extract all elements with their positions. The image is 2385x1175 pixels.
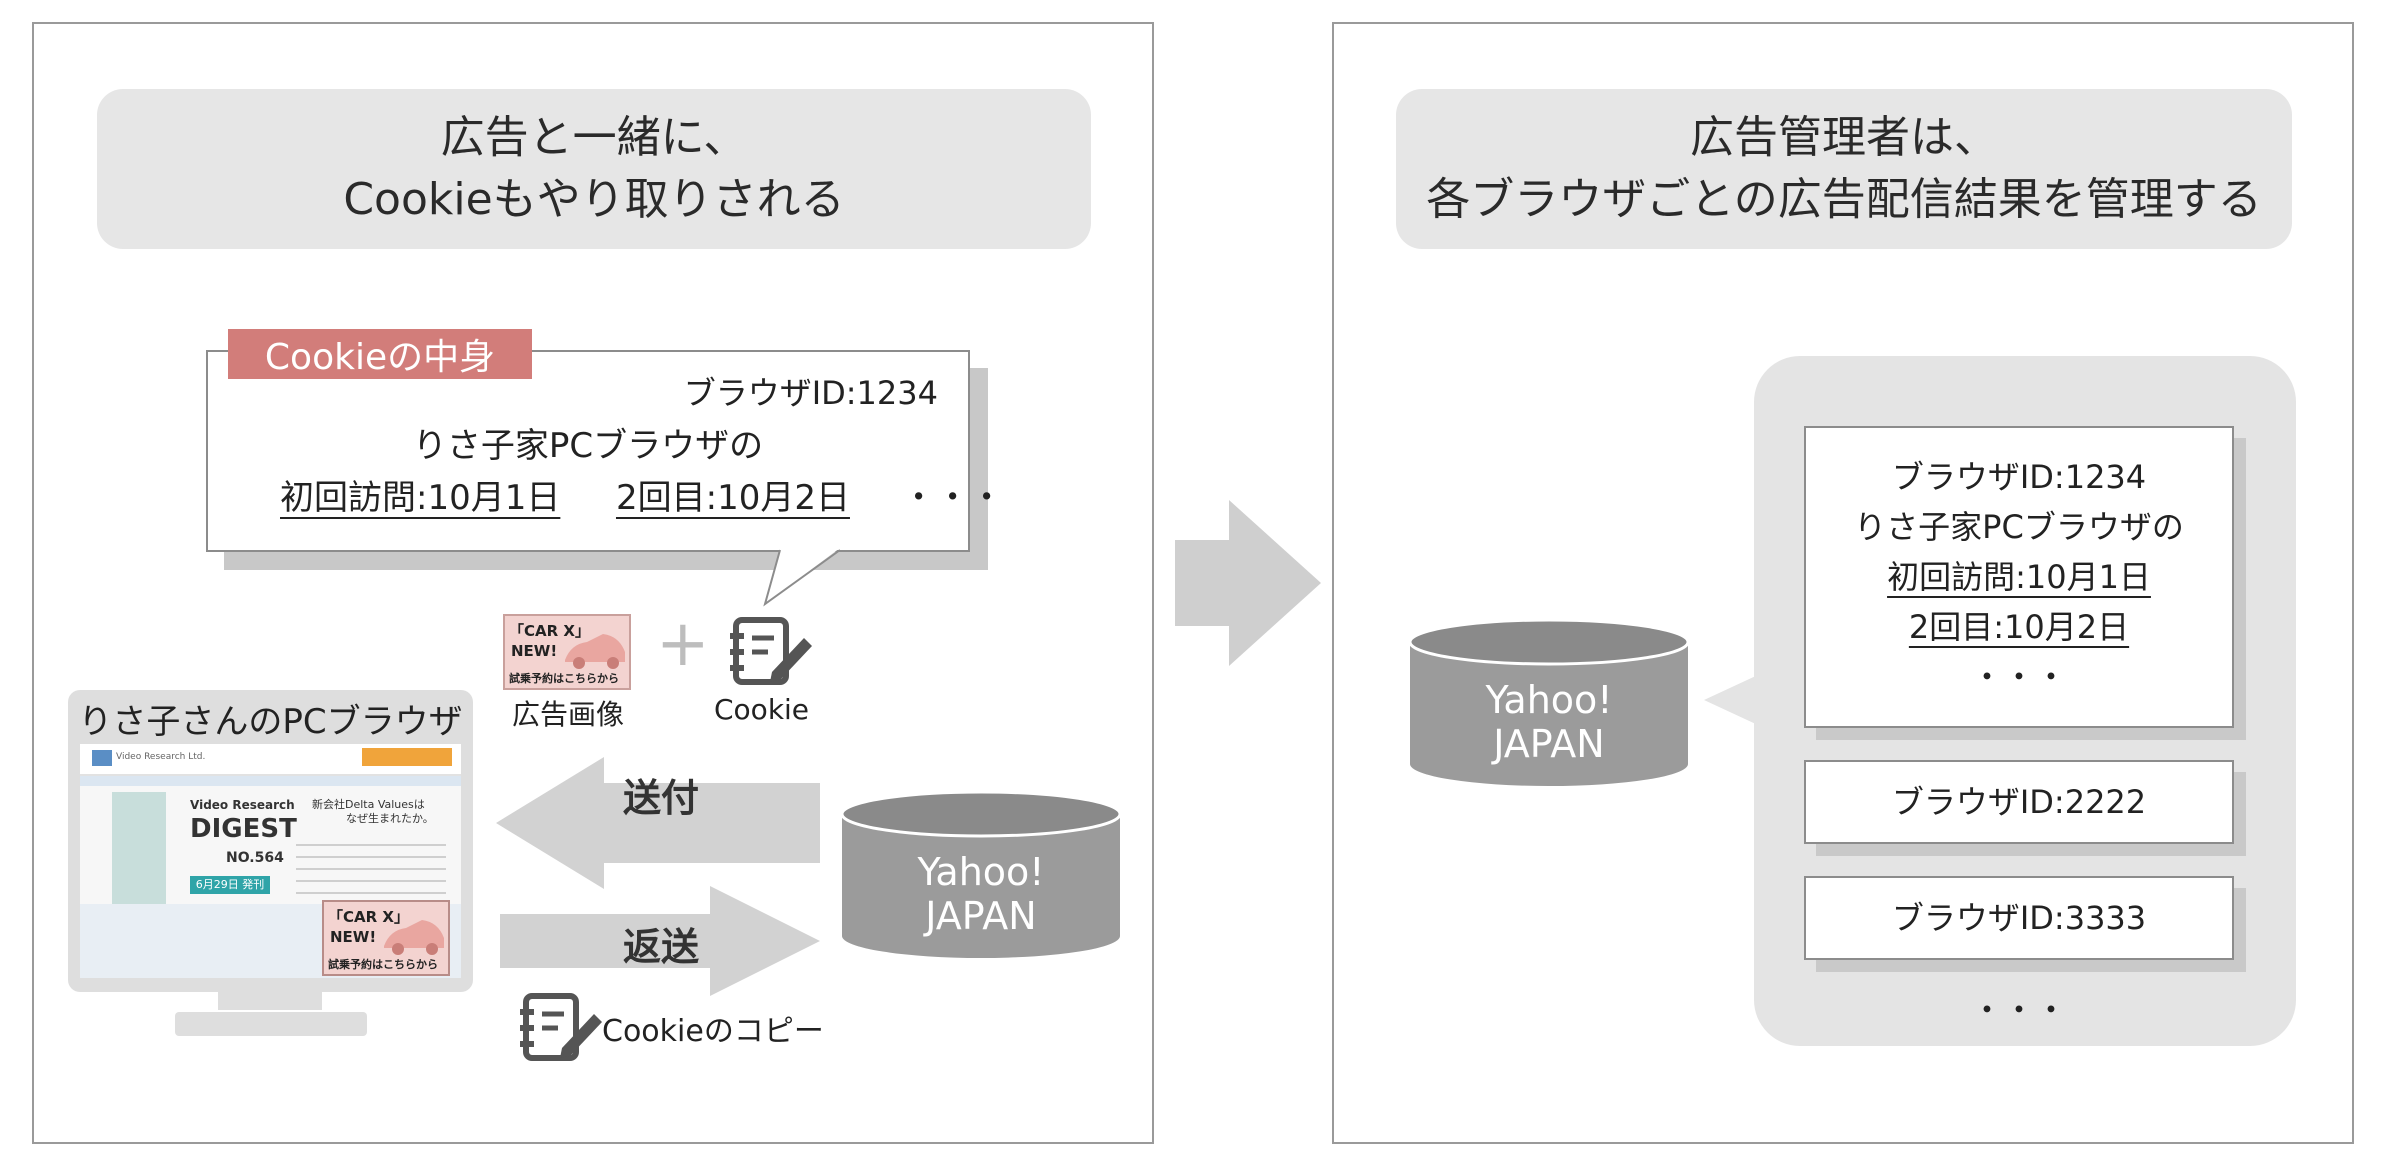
send-arrow — [496, 757, 820, 889]
bubble-visit2: 2回目:10月2日 — [615, 478, 850, 518]
left-title-line2: Cookieもやり取りされる — [343, 174, 845, 225]
ad-image-label: 広告画像 — [512, 698, 625, 731]
left-title: 広告と一緒に、 Cookieもやり取りされる — [97, 89, 1091, 249]
yahoo-label-left: Yahoo! JAPAN — [840, 850, 1122, 938]
bubble-line1: りさ子家PCブラウザの — [412, 426, 764, 466]
ad-image-text1: 「CAR X」 — [509, 622, 590, 640]
ad-image-text2: NEW! — [511, 642, 558, 660]
screen-header: Video Research Ltd. — [80, 744, 461, 776]
yahoo-left-line1: Yahoo! — [917, 850, 1045, 894]
card1-ellipsis: ・・・ — [1970, 658, 2067, 696]
card3-browser-id: ブラウザID:3333 — [1891, 899, 2147, 937]
browser-card-2222: ブラウザID:2222 — [1804, 760, 2234, 844]
ad-image-text3: 試乗予約はこちらから — [509, 672, 619, 685]
screen-ad-text1: 「CAR X」 — [328, 908, 409, 926]
bubble-visits: 初回訪問:10月1日 2回目:10月2日 ・・・ — [280, 470, 1004, 519]
right-title-line2: 各ブラウザごとの広告配信結果を管理する — [1426, 174, 2262, 225]
yahoo-right-line1: Yahoo! — [1485, 678, 1613, 722]
car-icon — [565, 634, 625, 669]
cookie-content-tag: Cookieの中身 — [228, 329, 532, 379]
more-records-ellipsis: ・・・ — [1970, 991, 2067, 1029]
screen-nav-bar — [80, 776, 461, 786]
card1-visit2: 2回目:10月2日 — [1908, 608, 2130, 646]
card1-line1: りさ子家PCブラウザの — [1854, 508, 2184, 546]
cookie-content-bubble: ブラウザID:1234 りさ子家PCブラウザの 初回訪問:10月1日 2回目:1… — [206, 350, 1004, 552]
screen-ad-text2: NEW! — [330, 928, 377, 946]
plus-sign: + — [656, 607, 710, 681]
screen-digest-line1: Video Research — [190, 798, 295, 812]
browser-card-1234: ブラウザID:1234 りさ子家PCブラウザの 初回訪問:10月1日 2回目:1… — [1804, 426, 2234, 728]
right-title: 広告管理者は、 各ブラウザごとの広告配信結果を管理する — [1396, 89, 2292, 249]
screen-digest-line2: DIGEST — [190, 814, 297, 844]
screen-ad-car-icon — [384, 920, 444, 955]
pc-stand-neck — [218, 992, 322, 1010]
right-title-line1: 広告管理者は、 — [1690, 112, 1998, 163]
pc-browser-title: りさ子さんのPCブラウザ — [78, 702, 463, 742]
browser-card-3333: ブラウザID:3333 — [1804, 876, 2234, 960]
bubble-ellipsis: ・・・ — [901, 478, 1004, 518]
cookie-label: Cookie — [714, 693, 810, 726]
yahoo-left-line2: JAPAN — [925, 894, 1037, 938]
records-pointer — [1704, 674, 1760, 726]
card2-browser-id: ブラウザID:2222 — [1891, 783, 2147, 821]
screen-brand: Video Research Ltd. — [116, 752, 206, 762]
bubble-visit1: 初回訪問:10月1日 — [280, 478, 561, 518]
screen-header-button[interactable] — [362, 748, 452, 766]
card1-visit1: 初回訪問:10月1日 — [1887, 558, 2151, 596]
screen-headline2: なぜ生まれたか。 — [346, 812, 434, 825]
screen-headline1: 新会社Delta Valuesは — [312, 798, 425, 811]
return-label: 返送 — [623, 925, 700, 969]
screen-text-lines — [296, 834, 446, 894]
bubble-browser-id: ブラウザID:1234 — [683, 374, 938, 412]
yahoo-label-right: Yahoo! JAPAN — [1408, 678, 1690, 766]
screen-ad[interactable]: 「CAR X」 NEW! 試乗予約はこちらから — [322, 900, 450, 976]
screen-digest-no: NO.564 — [226, 850, 284, 866]
screen-ad-text3: 試乗予約はこちらから — [328, 958, 438, 971]
center-arrow — [1175, 500, 1321, 666]
bubble-tail — [763, 548, 841, 607]
yahoo-right-line2: JAPAN — [1493, 722, 1605, 766]
screen-digest-cover — [112, 792, 166, 926]
ad-image-thumbnail: 「CAR X」 NEW! 試乗予約はこちらから — [503, 614, 631, 690]
card1-browser-id: ブラウザID:1234 — [1891, 458, 2147, 496]
pc-screen: Video Research Ltd. Video Research DIGES… — [80, 744, 461, 978]
cookie-icon — [730, 617, 812, 685]
send-label: 送付 — [623, 776, 700, 820]
yahoo-database-right — [1408, 618, 1690, 786]
cookie-copy-label: Cookieのコピー — [602, 1014, 824, 1049]
return-arrow — [500, 886, 820, 996]
cookie-copy-icon — [520, 993, 602, 1061]
left-title-line1: 広告と一緒に、 — [440, 112, 748, 163]
yahoo-database-left — [840, 790, 1122, 958]
screen-digest-date: 6月29日 発刊 — [190, 876, 270, 894]
screen-logo-icon — [92, 750, 112, 766]
pc-stand-base — [175, 1012, 367, 1036]
